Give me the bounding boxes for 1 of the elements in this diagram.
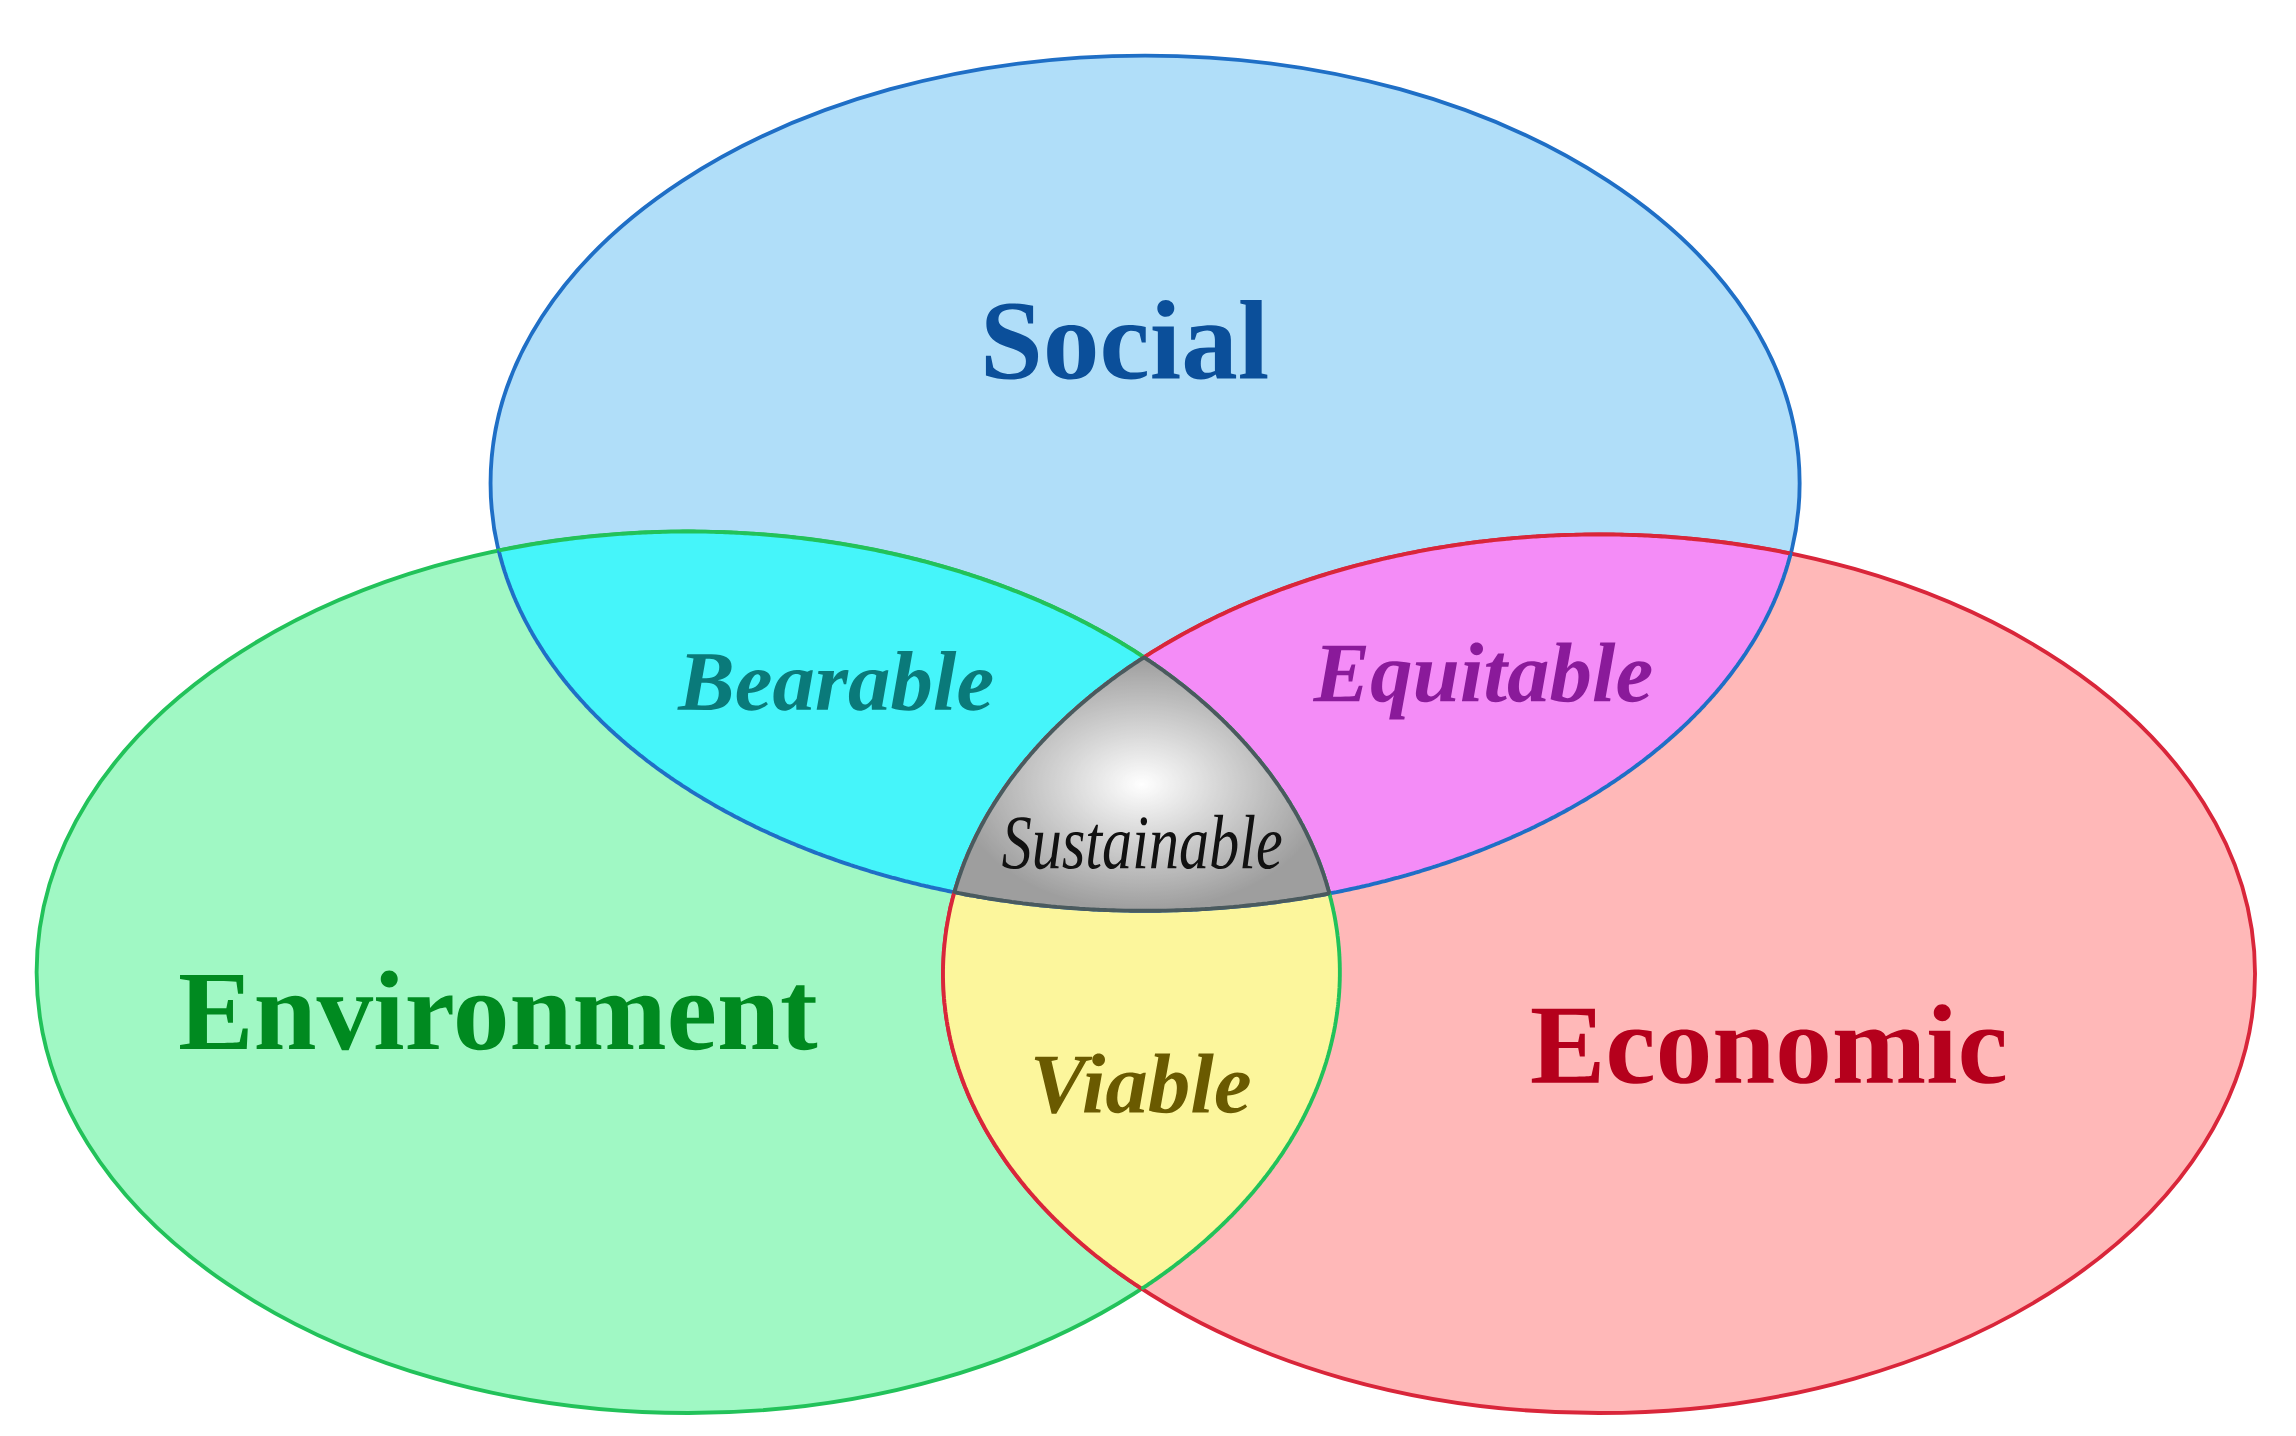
overlap-region: Viable [941,890,1342,1291]
